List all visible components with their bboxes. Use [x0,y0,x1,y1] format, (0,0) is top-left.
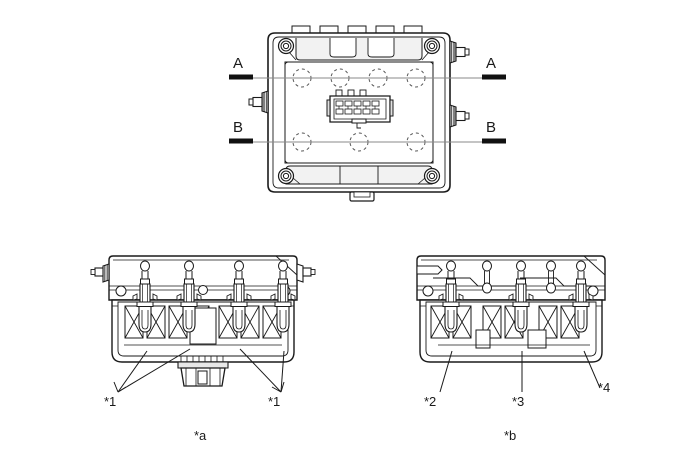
section-a-caption: *a [194,428,207,443]
corner-boss-top-right [423,37,441,55]
section-b-idle-stems [482,260,556,294]
section-a-callout-right-leaders [239,348,285,393]
section-a-callout-left-leaders [113,348,191,393]
section-label-a-right: A [486,55,496,72]
section-marker-b-right [482,138,506,144]
section-a-a-view: *1 *1 *a [90,255,316,443]
section-b-inlet-channel [416,265,443,275]
actuator-top-view: A A B B [229,25,506,202]
callout-star2: *2 [424,394,436,409]
bottom-mounting-tab [349,191,375,202]
section-line-a: A A [229,55,506,80]
section-line-b: B B [229,119,506,144]
section-label-a-left: A [233,55,243,72]
section-b-callout-leaders [439,350,601,393]
corner-boss-bottom-left [277,167,295,185]
corner-boss-top-left [277,37,295,55]
section-marker-b-left [229,138,253,144]
section-b-caption: *b [504,428,516,443]
callout-star3: *3 [512,394,524,409]
corner-boss-bottom-right [423,167,441,185]
section-label-b-right: B [486,119,496,136]
section-marker-a-left [229,74,253,80]
callout-star1-left: *1 [104,394,116,409]
section-a-left-fitting [90,263,110,283]
callout-star1-right: *1 [268,394,280,409]
section-a-right-fitting [296,263,316,283]
section-marker-a-right [482,74,506,80]
section-a-bottom-connector [177,356,229,387]
section-label-b-left: B [233,119,243,136]
section-b-b-view: *2 *3 *4 *b [416,255,610,443]
center-connector [326,89,394,129]
callout-star4: *4 [598,380,610,395]
